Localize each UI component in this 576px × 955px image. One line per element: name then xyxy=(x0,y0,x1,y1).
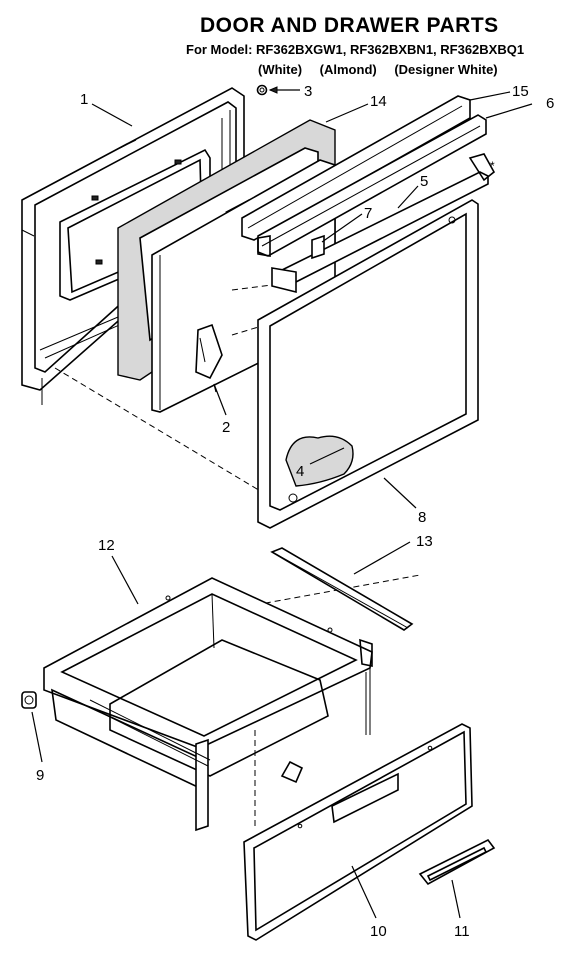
variant-designer-white: (Designer White) xyxy=(394,62,498,77)
variant-almond: (Almond) xyxy=(319,62,377,77)
part-13-drawer-rail xyxy=(270,547,414,631)
callout-6: 6 xyxy=(546,95,554,112)
part-15-vent-trim xyxy=(241,95,471,241)
callout-2: 2 xyxy=(222,419,230,436)
variant-white: (White) xyxy=(258,62,303,77)
part-7-bracket xyxy=(271,234,325,294)
callout-9: 9 xyxy=(36,767,44,784)
callout-5: 5 xyxy=(420,173,428,190)
callout-11: 11 xyxy=(454,923,470,940)
leader-lines xyxy=(31,91,533,919)
part-12-drawer-body xyxy=(43,577,373,832)
callout-8: 8 xyxy=(418,509,426,526)
callout-1: 1 xyxy=(80,91,88,108)
callout-10: 10 xyxy=(370,923,387,940)
callout-14: 14 xyxy=(370,93,387,110)
asterisk-note: * xyxy=(490,159,495,173)
callout-3: 3 xyxy=(304,83,312,100)
part-9-roller xyxy=(21,691,37,709)
part-10-drawer-front xyxy=(243,723,473,941)
callout-15: 15 xyxy=(512,83,529,100)
color-variants: (White) (Almond) (Designer White) xyxy=(258,62,512,77)
callout-13: 13 xyxy=(416,533,433,550)
part-6-top-trim xyxy=(257,114,487,257)
callout-4: 4 xyxy=(296,463,304,480)
part-11-drawer-handle xyxy=(418,838,496,886)
model-list: For Model: RF362BXGW1, RF362BXBN1, RF362… xyxy=(186,42,525,57)
callout-7: 7 xyxy=(364,205,372,222)
part-8-inner-door xyxy=(257,199,479,529)
part-3-screw xyxy=(256,84,300,96)
callout-labels: 1 3 14 15 6 5 * 7 2 4 8 12 13 9 10 11 xyxy=(36,83,554,940)
callout-12: 12 xyxy=(98,537,115,554)
diagram-title: DOOR AND DRAWER PARTS xyxy=(200,14,499,37)
